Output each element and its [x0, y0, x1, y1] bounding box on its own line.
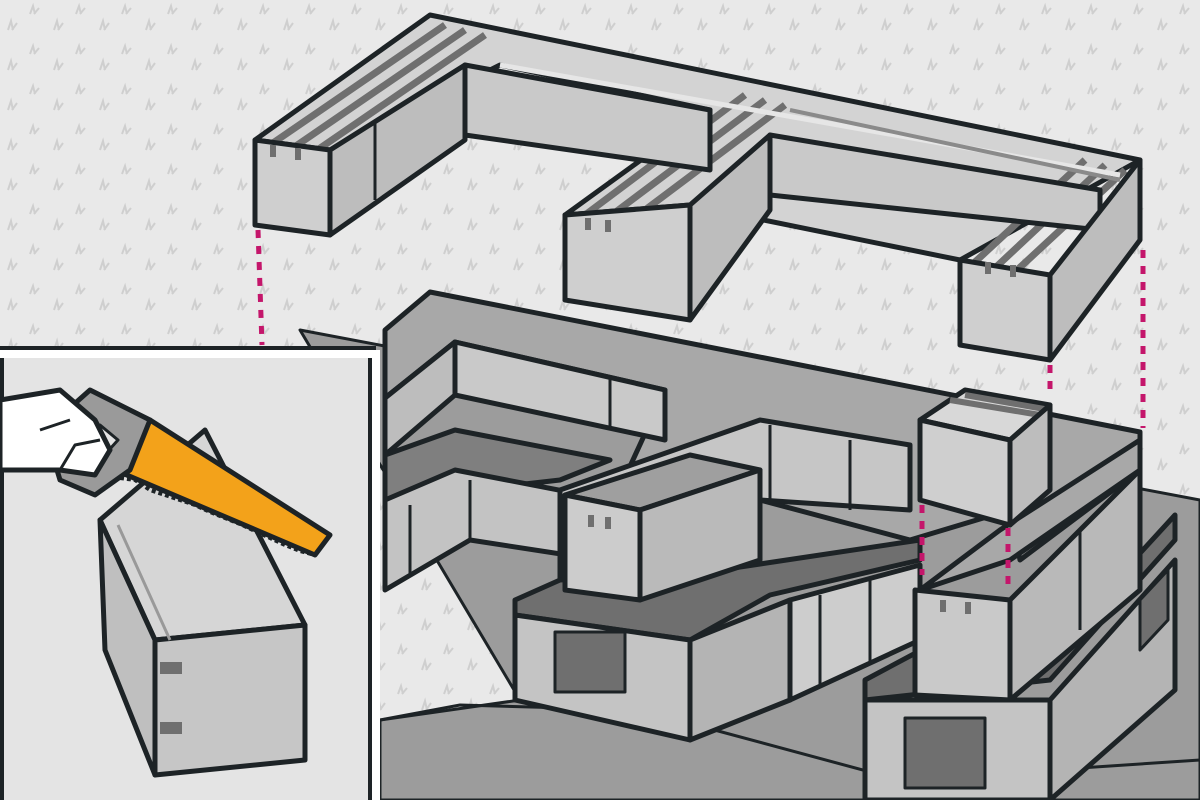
right-tower-top — [917, 437, 1143, 593]
upper-left-end-block-side — [327, 62, 468, 238]
floating-upper-frame — [252, 12, 1143, 363]
right-tower-front — [912, 587, 1013, 703]
upper-right-end-block-front — [957, 257, 1053, 363]
concrete-block-icon — [97, 427, 308, 778]
center-front-block-face — [562, 492, 643, 603]
upper-middle-block-front — [562, 202, 693, 323]
floating-top-block — [917, 387, 1053, 528]
alignment-guides — [255, 229, 1146, 590]
guide-left — [255, 229, 265, 346]
block-joint-stripes — [268, 22, 1128, 275]
upper-back-inner-wall — [462, 62, 713, 173]
base-left-wall — [382, 339, 458, 458]
assembled-base — [382, 289, 1178, 800]
front-opening — [553, 630, 627, 694]
right-opening — [903, 716, 987, 790]
right-tower-side — [1007, 467, 1143, 703]
upper-left-end-block-front — [252, 137, 333, 238]
gloved-hand-icon — [0, 387, 113, 478]
saw-inset-panel — [0, 346, 380, 800]
